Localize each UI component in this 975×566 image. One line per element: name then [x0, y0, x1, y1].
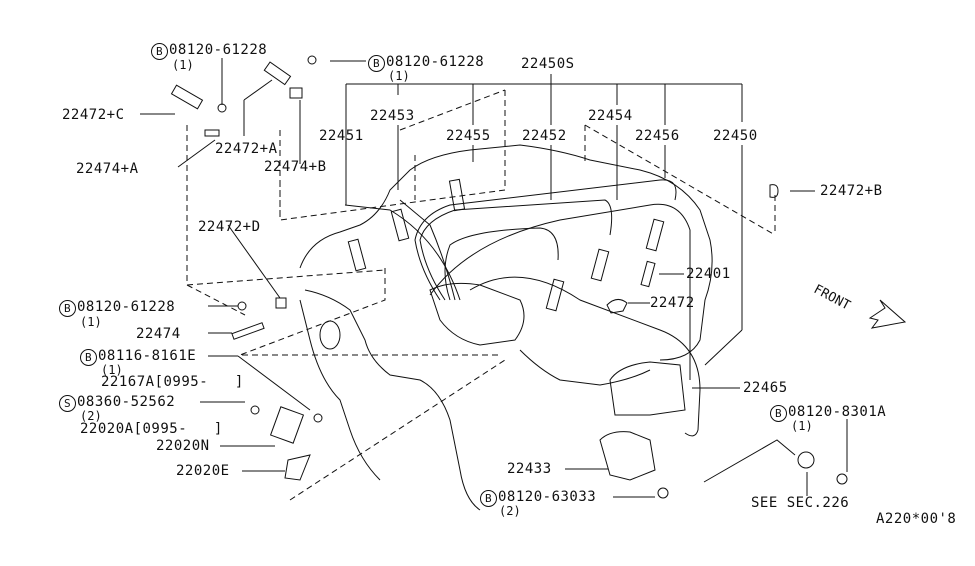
bolt-head	[836, 473, 848, 485]
small-parts	[170, 55, 848, 499]
label-22450: 22450	[713, 128, 758, 144]
label-22454: 22454	[588, 108, 633, 124]
bolt-head	[313, 413, 323, 423]
front-arrow-icon	[868, 299, 907, 329]
bolt-head	[307, 55, 317, 65]
bolt-head	[657, 487, 669, 499]
clip-22472a	[263, 61, 292, 86]
leader-lines	[140, 58, 848, 498]
label-22456: 22456	[635, 128, 680, 144]
label-22474a: 22474+A	[76, 161, 139, 177]
clamp-22474a	[204, 129, 220, 137]
clip-22472	[606, 299, 628, 314]
qty-bolt-left: (1)	[80, 315, 102, 329]
bolt-head	[237, 301, 247, 311]
clamp-22474b	[289, 87, 303, 99]
label-22452: 22452	[522, 128, 567, 144]
label-22472d: 22472+D	[198, 219, 261, 235]
label-see-sec-226: SEE SEC.226	[751, 495, 850, 511]
diagram-code: A220*00'8	[876, 511, 957, 527]
label-22472a: 22472+A	[215, 141, 278, 157]
label-22433: 22433	[507, 461, 552, 477]
label-22465: 22465	[743, 380, 788, 396]
bracket-22474	[231, 322, 265, 340]
bolt-head	[250, 405, 260, 415]
engine-outline	[299, 144, 713, 511]
clip-22472d	[275, 297, 287, 309]
sensor-22020n	[269, 406, 305, 444]
label-22450s: 22450S	[521, 56, 575, 72]
label-22453: 22453	[370, 108, 415, 124]
label-22020n: 22020N	[156, 438, 210, 454]
label-22472c: 22472+C	[62, 107, 125, 123]
label-22020a: 22020A[0995- ]	[80, 421, 223, 437]
label-22474: 22474	[136, 326, 181, 342]
label-22401: 22401	[686, 266, 731, 282]
bracket-22020e	[284, 454, 311, 481]
label-22472b: 22472+B	[820, 183, 883, 199]
label-22474b: 22474+B	[264, 159, 327, 175]
label-22455: 22455	[446, 128, 491, 144]
qty-screw-52562: (2)	[80, 409, 102, 423]
spark-plug-22401	[640, 260, 656, 288]
spark-plug-wires	[344, 178, 701, 437]
qty-bolt-63033: (2)	[499, 504, 521, 518]
harness-bracket-lines	[345, 74, 743, 366]
clip-22472b	[769, 184, 779, 198]
label-22472: 22472	[650, 295, 695, 311]
qty-bolt-top: (1)	[172, 58, 194, 72]
label-22020e: 22020E	[176, 463, 230, 479]
qty-bolt-8301a: (1)	[791, 419, 813, 433]
qty-bolt-mid: (1)	[388, 69, 410, 83]
bolt-head	[217, 103, 227, 113]
label-22167a: 22167A[0995- ]	[101, 374, 244, 390]
qty-bolt-8161e: (1)	[101, 363, 123, 377]
dashed-reference-lines	[186, 89, 776, 501]
clip-22472c	[170, 84, 204, 110]
label-22451: 22451	[319, 128, 364, 144]
sensor-sec226	[797, 451, 815, 469]
